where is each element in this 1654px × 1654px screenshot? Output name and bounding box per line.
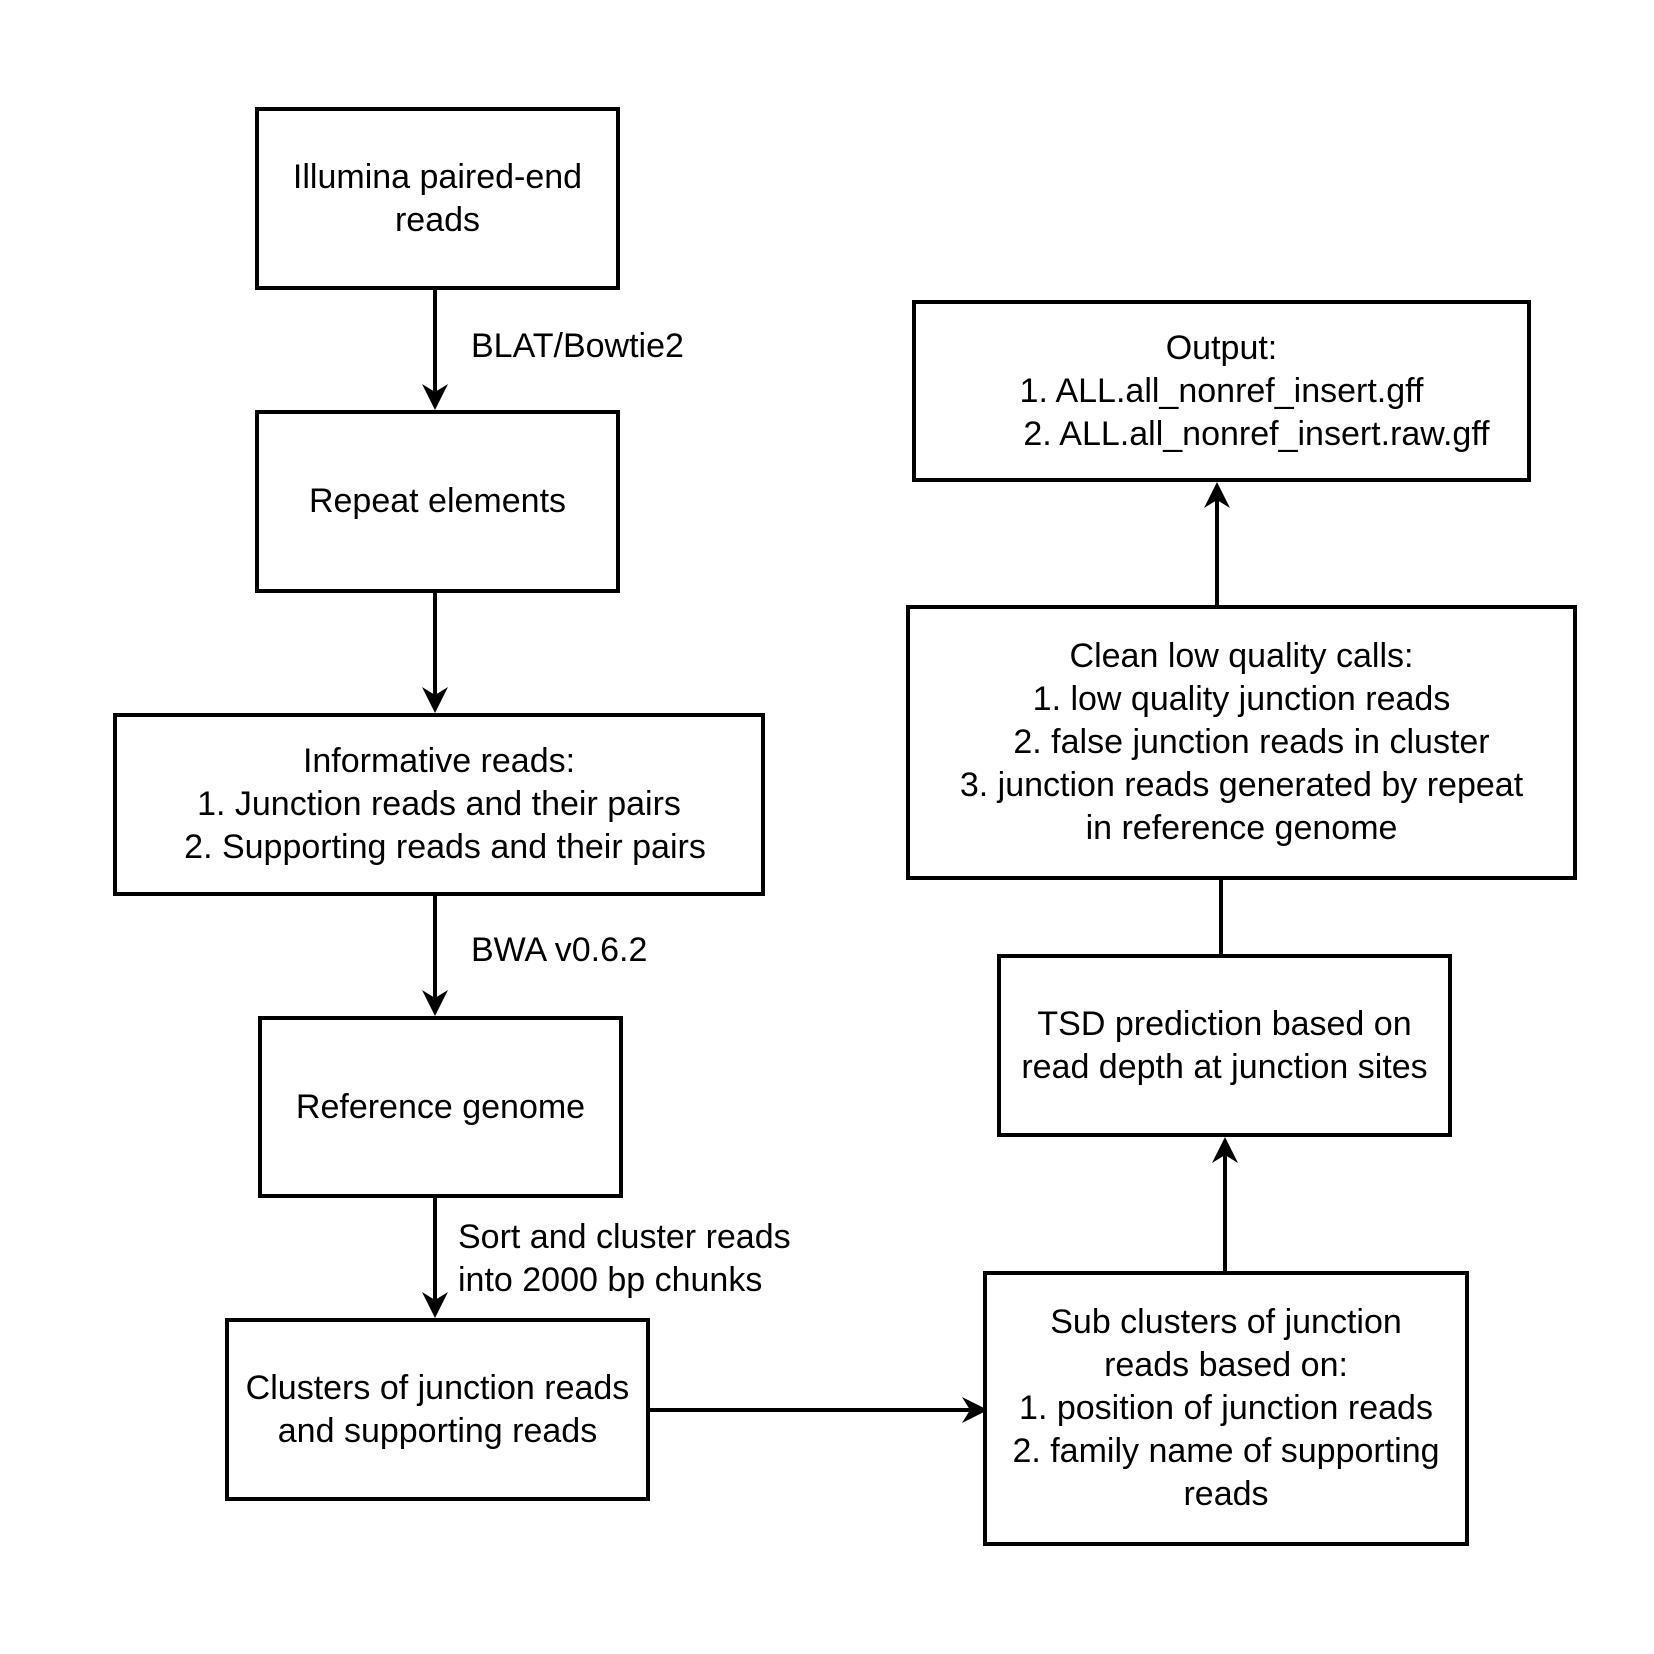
node-text: and supporting reads (277, 1411, 598, 1450)
edge-label-sort-cluster: Sort and cluster reads into 2000 bp chun… (458, 1216, 791, 1302)
node-text: 3. junction reads generated by repeat (959, 766, 1524, 804)
node-text: read depth at junction sites (1021, 1047, 1428, 1086)
node-reference-genome: Reference genome (258, 1016, 623, 1198)
arrowhead-clusters-to-subclusters (962, 1397, 988, 1423)
node-text: Informative reads: (302, 742, 576, 780)
arrowhead-illumina-to-repeat (422, 384, 448, 410)
node-text: Clean low quality calls: (1069, 637, 1414, 675)
node-sub-clusters: Sub clusters of junction reads based on:… (983, 1271, 1469, 1546)
node-text: 1. Junction reads and their pairs (197, 785, 681, 823)
arrowhead-subclusters-to-tsd (1212, 1137, 1238, 1163)
edge-label-line: Sort and cluster reads (458, 1218, 791, 1256)
edge-label-bwa: BWA v0.6.2 (471, 931, 648, 969)
arrowhead-clean-to-output (1204, 482, 1230, 508)
node-text: reads (1183, 1475, 1269, 1513)
node-text: 1. low quality junction reads (1032, 680, 1451, 718)
node-text: Repeat elements (308, 482, 567, 520)
node-clean-low-quality: Clean low quality calls: 1. low quality … (906, 605, 1577, 880)
node-text: in reference genome (1085, 809, 1398, 847)
node-text: reads (394, 200, 481, 239)
node-text: 1. position of junction reads (1019, 1389, 1433, 1427)
node-text: Clusters of junction reads (245, 1368, 630, 1407)
edge-label-blat-bowtie2: BLAT/Bowtie2 (471, 327, 684, 365)
edge-label-line: into 2000 bp chunks (458, 1261, 763, 1299)
node-clusters: Clusters of junction reads and supportin… (225, 1318, 650, 1501)
node-text: Output: (1165, 328, 1278, 367)
node-tsd-prediction: TSD prediction based on read depth at ju… (997, 954, 1452, 1137)
node-text: Sub clusters of junction (1050, 1303, 1402, 1341)
node-text: 2. Supporting reads and their pairs (184, 828, 706, 866)
arrowhead-reference-to-clusters (422, 1292, 448, 1318)
node-text: reads based on: (1104, 1346, 1348, 1384)
node-text: 2. family name of supporting (1012, 1432, 1440, 1470)
node-text: 1. ALL.all_nonref_insert.gff (1019, 371, 1424, 410)
node-output: Output: 1. ALL.all_nonref_insert.gff 2. … (912, 300, 1531, 482)
node-text: 2. false junction reads in cluster (1013, 723, 1490, 761)
node-text: Illumina paired-end (292, 157, 583, 196)
node-text: Reference genome (295, 1087, 586, 1126)
node-text: TSD prediction based on (1037, 1004, 1412, 1043)
node-informative-reads: Informative reads: 1. Junction reads and… (113, 713, 765, 896)
arrowhead-repeat-to-informative (422, 687, 448, 713)
node-text: 2. ALL.all_nonref_insert.raw.gff (1023, 414, 1490, 453)
node-illumina-reads: Illumina paired-end reads (255, 107, 620, 290)
node-repeat-elements: Repeat elements (255, 410, 620, 593)
arrowhead-informative-to-reference (422, 990, 448, 1016)
